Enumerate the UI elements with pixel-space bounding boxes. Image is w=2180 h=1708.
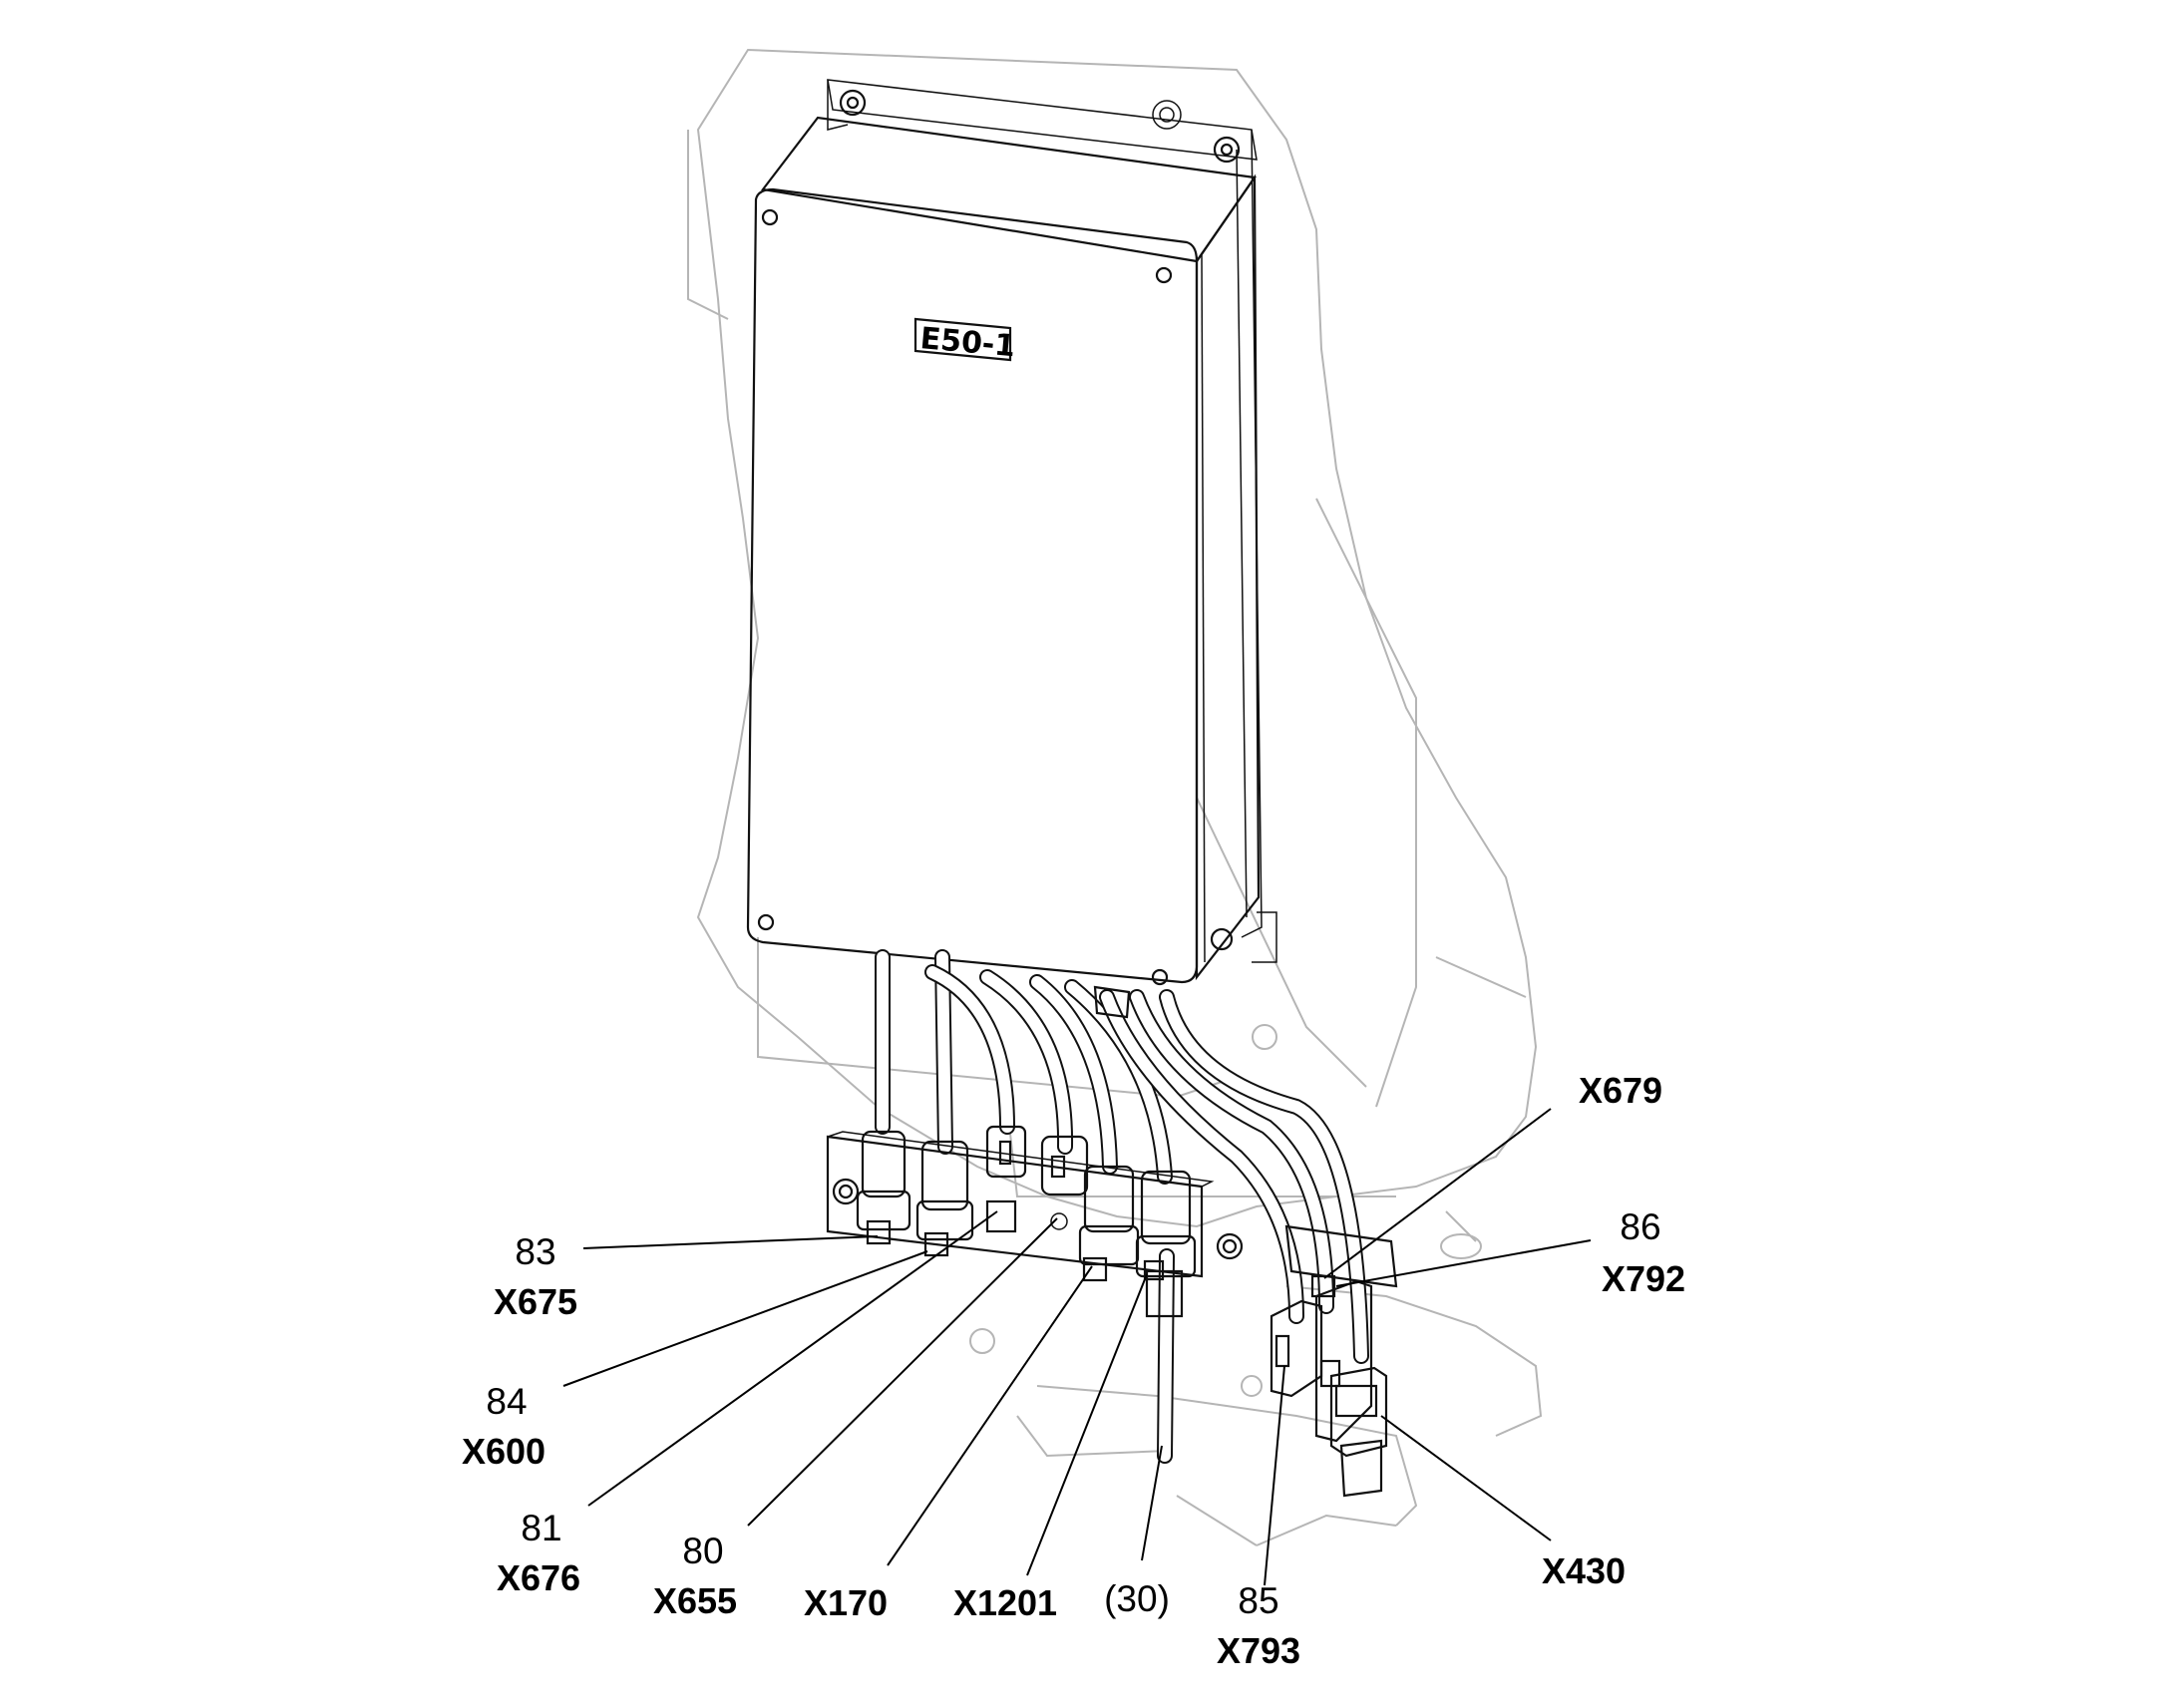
electrical-box: E50-1 — [746, 116, 1261, 986]
leader-85 — [1264, 1365, 1285, 1586]
connector-x675 — [856, 1130, 911, 1245]
callout-x170-code: X170 — [804, 1582, 888, 1623]
callout-86-code: X792 — [1602, 1258, 1685, 1299]
leader-x170 — [887, 1265, 1093, 1566]
cable-harness — [875, 949, 1369, 1464]
callout-x430-code: X430 — [1542, 1550, 1626, 1591]
leader-30 — [1141, 1445, 1163, 1561]
callout-84-number: 84 — [486, 1381, 527, 1422]
callout-x679-code: X679 — [1579, 1070, 1662, 1111]
connector-x430 — [1329, 1366, 1388, 1498]
module-label-plate: E50-1 — [913, 317, 1017, 364]
callout-81-number: 81 — [521, 1508, 561, 1548]
leader-86 — [1335, 1239, 1592, 1287]
leader-83 — [582, 1235, 879, 1249]
callout-labels: 83 X675 84 X600 81 X676 80 X655 X170 X12… — [462, 1070, 1685, 1671]
callout-30-number: (30) — [1104, 1578, 1170, 1619]
leader-x679 — [1323, 1108, 1552, 1279]
callout-80-code: X655 — [653, 1580, 737, 1621]
leader-84 — [562, 1250, 928, 1387]
callout-x1201-code: X1201 — [953, 1582, 1057, 1623]
callout-86-number: 86 — [1620, 1206, 1660, 1247]
connector-x170 — [1078, 1165, 1140, 1282]
module-label: E50-1 — [918, 321, 1016, 364]
callout-83-code: X675 — [494, 1281, 577, 1322]
callout-83-number: 83 — [515, 1231, 555, 1272]
callout-84-code: X600 — [462, 1431, 545, 1472]
callout-80-number: 80 — [682, 1531, 723, 1571]
connector-x679 — [1310, 1274, 1336, 1298]
callout-85-number: 85 — [1238, 1580, 1278, 1621]
leader-lines — [562, 1108, 1592, 1586]
connector-x600 — [915, 1140, 974, 1257]
connector-x655 — [1040, 1135, 1089, 1230]
connector-row — [856, 1125, 1197, 1318]
leader-x430 — [1380, 1415, 1552, 1541]
callout-85-code: X793 — [1217, 1630, 1300, 1671]
leader-x1201 — [1026, 1273, 1148, 1576]
leader-80 — [747, 1217, 1058, 1527]
side-connectors — [1270, 1274, 1388, 1498]
chassis-outline — [687, 48, 1543, 1546]
connector-bracket — [826, 1131, 1398, 1288]
connector-x676 — [985, 1125, 1027, 1233]
callout-81-code: X676 — [497, 1557, 580, 1598]
leader-81 — [587, 1210, 998, 1507]
connector-x1201 — [1135, 1170, 1197, 1318]
